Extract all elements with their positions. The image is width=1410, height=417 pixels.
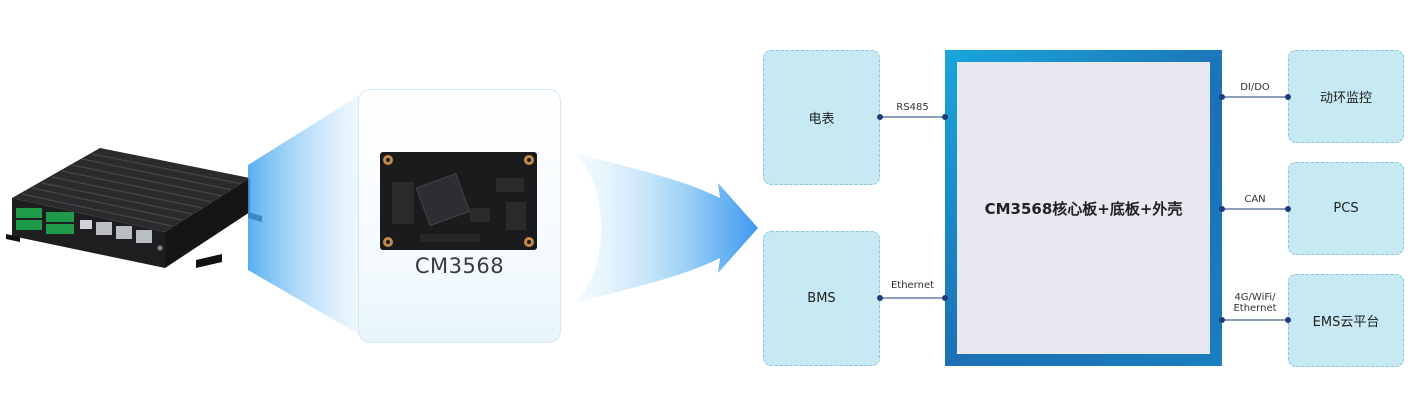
connector-dot <box>1285 206 1291 212</box>
connector-dot <box>1219 317 1225 323</box>
connector-dot <box>877 295 883 301</box>
connector-dot <box>1219 206 1225 212</box>
node-ems-cloud: EMS云平台 <box>1288 274 1404 367</box>
link-label-4g-wifi-ethernet: 4G/WiFi/ Ethernet <box>1233 292 1277 314</box>
connector-dot <box>942 114 948 120</box>
link-label-can: CAN <box>1244 194 1266 205</box>
node-env-monitor: 动环监控 <box>1288 50 1404 143</box>
node-bms-label: BMS <box>807 291 836 306</box>
core-label: CM3568核心板+底板+外壳 <box>984 199 1183 218</box>
node-ems-cloud-label: EMS云平台 <box>1312 315 1380 330</box>
link-label-ethernet: Ethernet <box>890 280 935 291</box>
module-label: CM3568 <box>414 254 505 278</box>
node-bms: BMS <box>763 231 880 366</box>
connector-dot <box>942 295 948 301</box>
core-box: CM3568核心板+底板+外壳 <box>957 62 1210 354</box>
node-meter: 电表 <box>763 50 880 185</box>
link-label-dido: DI/DO <box>1240 82 1270 93</box>
connector-dot <box>877 114 883 120</box>
core-board-image <box>380 152 537 250</box>
flow-arrow-icon <box>575 153 758 303</box>
node-meter-label: 电表 <box>808 112 835 127</box>
connector-dot <box>1219 94 1225 100</box>
link-label-rs485: RS485 <box>896 102 929 113</box>
node-env-monitor-label: 动环监控 <box>1319 91 1372 106</box>
node-pcs: PCS <box>1288 162 1404 255</box>
node-pcs-label: PCS <box>1333 201 1359 216</box>
connector-dot <box>1285 94 1291 100</box>
light-beam-decoration <box>248 95 360 335</box>
connector-dot <box>1285 317 1291 323</box>
